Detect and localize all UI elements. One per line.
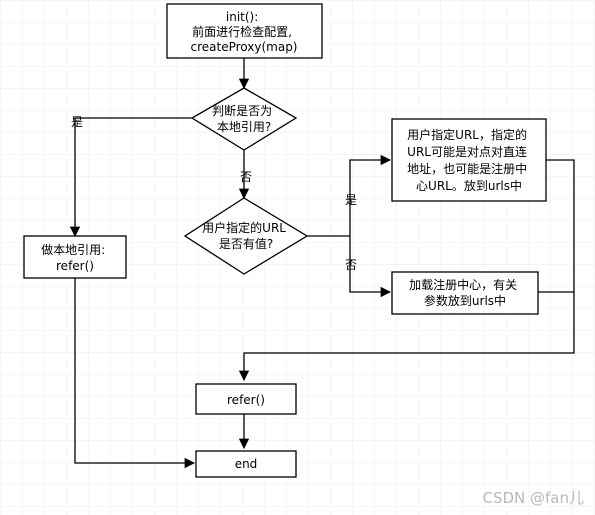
decision-local-ref-text: 判断是否为 本地引用? [212,103,276,134]
edge-label-d1-no: 否 [240,170,252,184]
end-box [195,450,297,478]
init-text: init(): 前面进行检查配置, createProxy(map) [191,10,298,54]
decision-local-ref [190,87,298,151]
end-text: end [235,457,258,471]
local-ref-box [23,235,127,279]
user-url-text: 用户指定URL，指定的 URL可能是对点对直连 地址，也可能是注册中 心URL。… [407,127,531,193]
registry-box [391,271,539,315]
refer-text: refer() [227,393,265,407]
edge-label-d1-yes: 是 [71,115,83,129]
edge-urlbox-to-refer [238,159,575,382]
edge-label-d2-yes: 是 [345,193,357,207]
decision-user-url-text: 用户指定的URL 是否有值? [202,220,290,251]
edge-decision2-no [349,236,392,298]
watermark: CSDN @fan儿 [482,489,584,507]
edge-label-d2-no: 否 [345,258,357,272]
init-box [166,3,323,59]
edge-decision2-yes [307,154,392,237]
edge-decision1-yes [69,117,192,238]
local-ref-text: 做本地引用: refer() [41,242,109,273]
user-url-box [391,118,547,202]
registry-text: 加载注册中心，有关 参数放到urls中 [409,277,521,308]
edge-local-to-end [74,278,196,469]
refer-box [195,383,297,415]
decision-user-url [183,197,309,275]
